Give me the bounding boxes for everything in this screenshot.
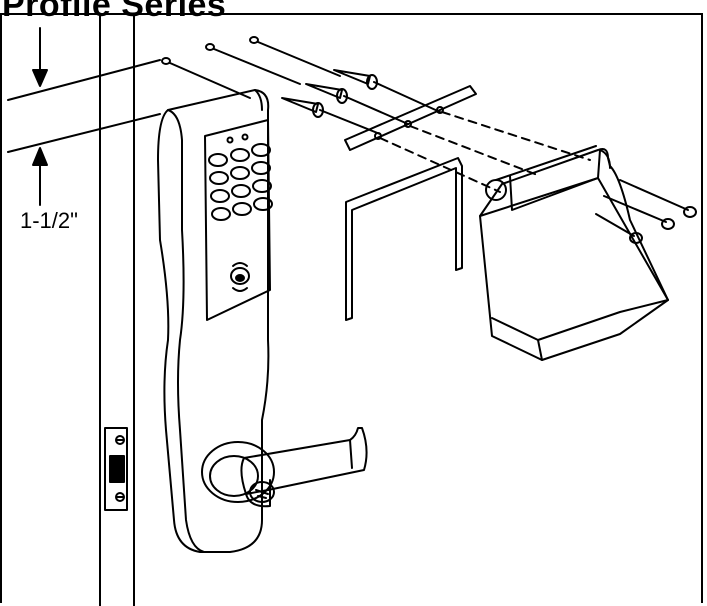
keypad-panel [204,119,273,321]
anchor-screws [161,36,441,135]
battery-housing [479,145,669,361]
strike-plate [104,427,128,511]
dimension-lines [7,27,161,206]
lock-escutcheon [157,89,270,553]
card-reader-icon [230,262,250,292]
dimension-label: 1-1/2" [20,208,78,233]
keypad-buttons [208,133,273,221]
diagram-frame [0,13,703,603]
mounting-bracket [345,157,463,321]
housing-screws [595,179,697,244]
mounting-bar [344,85,591,193]
page-title: Profile Series [2,0,227,24]
door-frame-lines [99,13,135,606]
lever-handle [201,427,368,508]
